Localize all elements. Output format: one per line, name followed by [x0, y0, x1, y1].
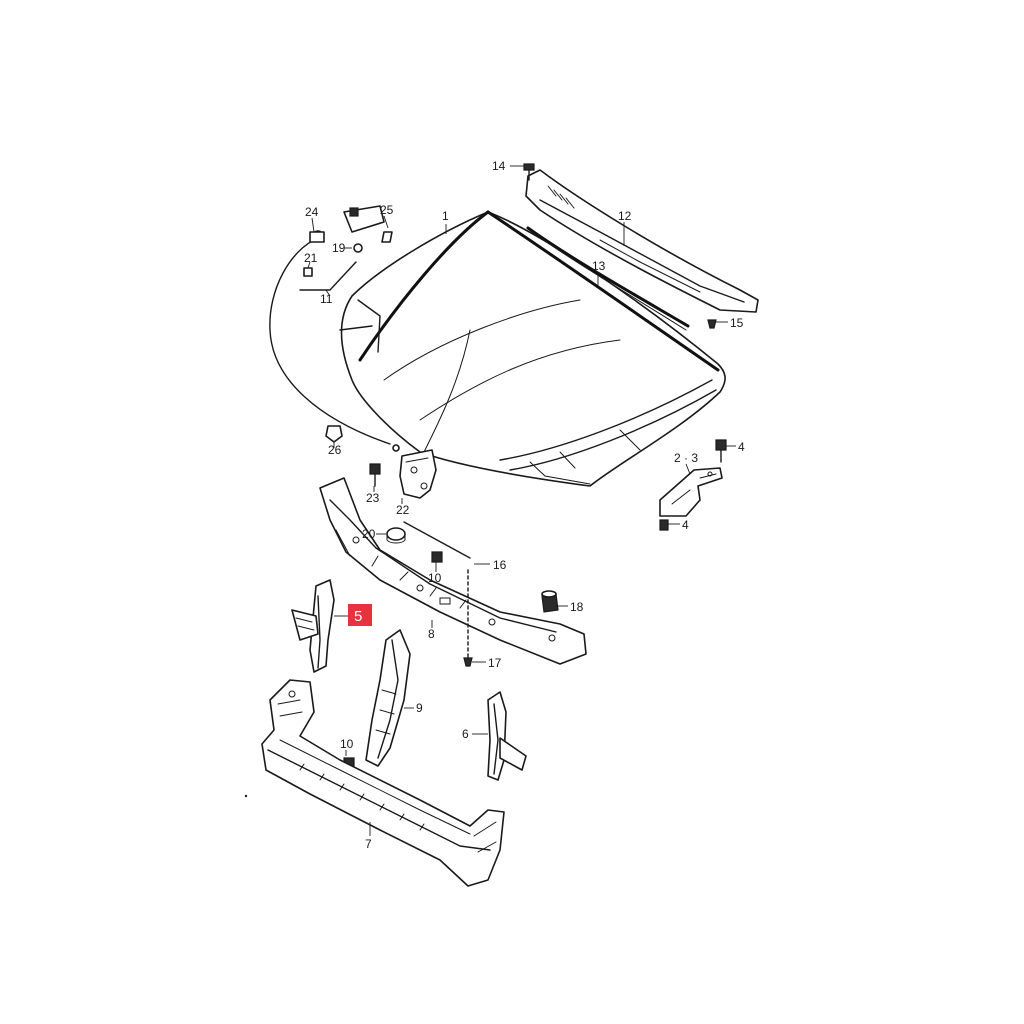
callout-12: 12: [618, 209, 632, 223]
callout-9: 9: [416, 701, 423, 715]
callout-13: 13: [592, 259, 606, 273]
side-bracket-right[interactable]: [487, 691, 527, 781]
callout-8: 8: [428, 627, 435, 641]
callout-4-top: 4: [738, 440, 745, 454]
highlight-label: 5: [354, 608, 362, 625]
callout-1: 1: [442, 209, 449, 223]
callout-20: 20: [362, 527, 376, 541]
clip-26[interactable]: [325, 425, 343, 443]
callout-6: 6: [462, 727, 469, 741]
bolt-10-upper[interactable]: [431, 551, 443, 563]
stray-dot: [244, 794, 248, 798]
cowl-top-panel[interactable]: [525, 169, 759, 313]
highlight-callout-5[interactable]: 5: [348, 604, 372, 626]
callout-10-upper: 10: [428, 571, 442, 585]
center-brace[interactable]: [365, 629, 411, 767]
callout-11: 11: [320, 292, 333, 306]
callout-10-lower: 10: [340, 737, 354, 751]
cable-tie-16[interactable]: [403, 521, 471, 559]
screw-14[interactable]: [523, 163, 535, 181]
hood-release-handle[interactable]: [343, 205, 393, 243]
clip-21[interactable]: [303, 267, 313, 277]
bumper-stopper-20[interactable]: [386, 527, 406, 544]
radiator-support-upper[interactable]: [319, 477, 587, 665]
callout-19: 19: [332, 241, 346, 255]
lock-bolt[interactable]: [369, 463, 381, 487]
callout-21: 21: [304, 251, 318, 265]
side-member-bracket[interactable]: [291, 579, 335, 673]
callout-23: 23: [366, 491, 380, 505]
callout-18: 18: [570, 600, 584, 614]
hood-hinge[interactable]: [659, 467, 723, 517]
radiator-support-lower[interactable]: [261, 679, 505, 887]
hood-panel[interactable]: [339, 210, 726, 487]
callout-7: 7: [365, 837, 372, 851]
callout-15: 15: [730, 316, 744, 330]
callout-14: 14: [492, 159, 506, 173]
rubber-mount-18[interactable]: [541, 590, 559, 613]
clip-15[interactable]: [707, 319, 717, 329]
callout-26: 26: [328, 443, 342, 457]
callout-2-3: 2 · 3: [674, 451, 698, 465]
callout-24: 24: [305, 205, 319, 219]
callout-17: 17: [488, 656, 502, 670]
cowl-seal-strip[interactable]: [526, 226, 690, 331]
callout-16: 16: [493, 558, 507, 572]
hinge-bolt-top[interactable]: [715, 439, 727, 463]
leader-lines: [307, 165, 736, 836]
highlight-box: [348, 604, 372, 626]
hinge-bolt-bottom[interactable]: [659, 519, 669, 531]
hood-release-cable[interactable]: [269, 230, 400, 452]
callout-22: 22: [396, 503, 410, 517]
clip-19[interactable]: [353, 243, 363, 253]
callout-25: 25: [380, 203, 394, 217]
pin-17[interactable]: [463, 569, 473, 667]
callout-4-bottom: 4: [682, 518, 689, 532]
hood-lock[interactable]: [399, 449, 437, 499]
